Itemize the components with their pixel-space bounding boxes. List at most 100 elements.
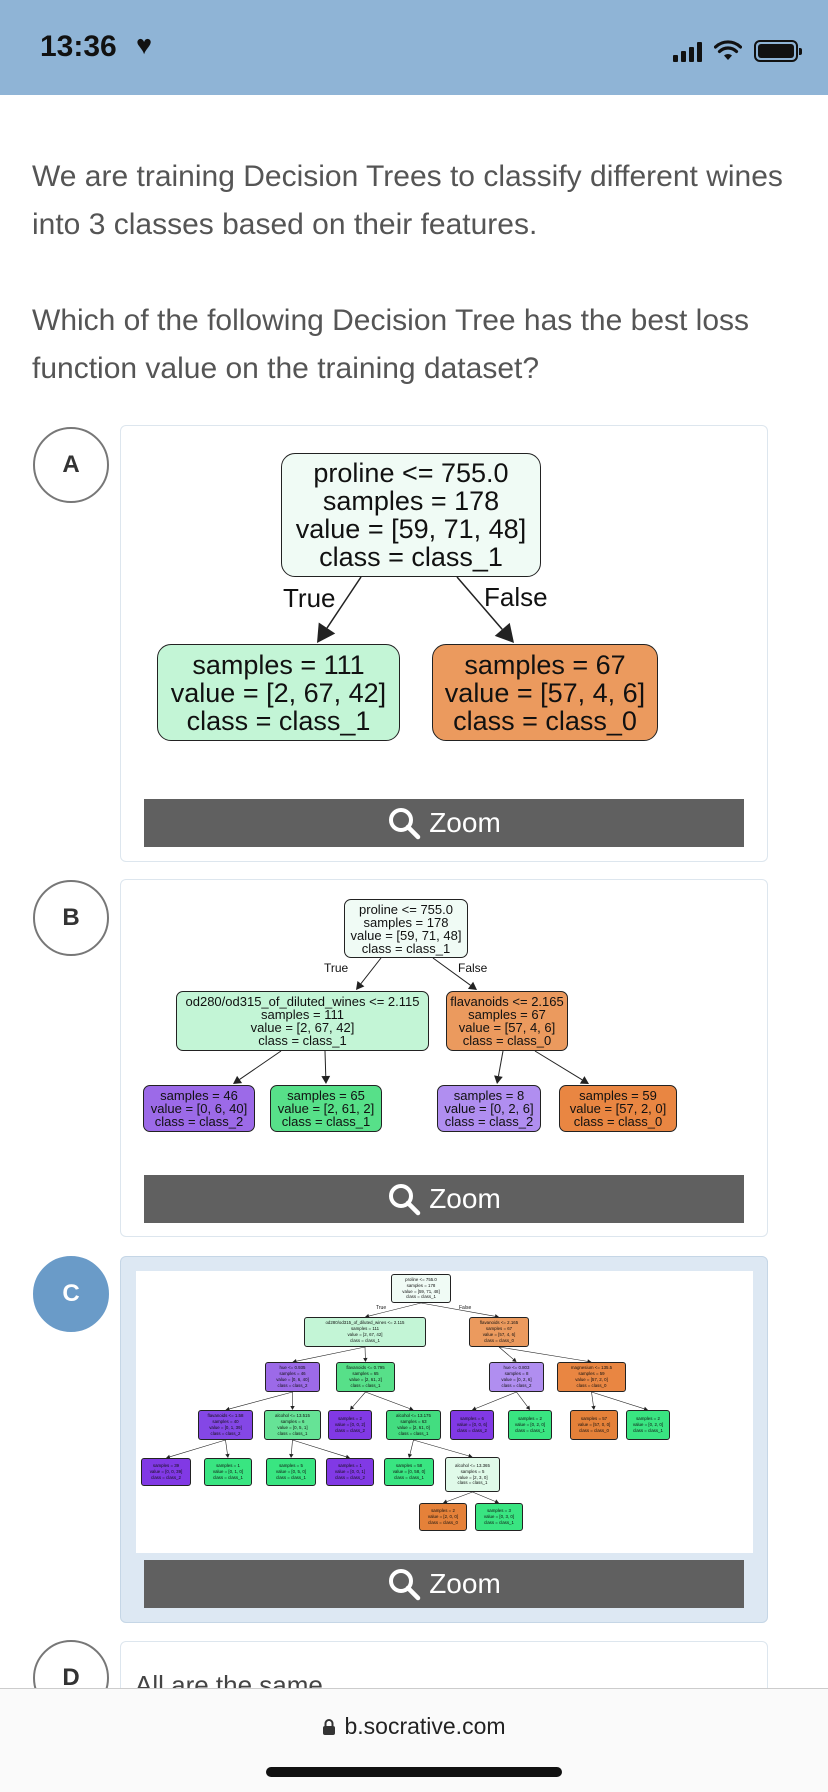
node-line: value = [0, 0, 2] <box>334 1422 366 1428</box>
node-line: value = [0, 6, 40] <box>276 1377 309 1382</box>
node-line: class = class_0 <box>576 1382 607 1388</box>
node-line: samples = 63 <box>400 1419 427 1425</box>
tree-edge <box>432 957 471 986</box>
node-line: samples = 40 <box>212 1419 239 1425</box>
tree-arrowhead <box>472 1406 477 1411</box>
node-line: value = [2, 67, 42] <box>250 1020 355 1035</box>
node-line: samples = 57 <box>580 1416 608 1422</box>
node-line: value = [0, 0, 1] <box>334 1469 366 1475</box>
node-line: class = class_1 <box>457 1480 488 1486</box>
node-line: value = [57, 4, 6] <box>458 1020 556 1035</box>
node-line: flavanoids <= 2.165 <box>450 994 564 1009</box>
tree-arrowhead <box>350 1405 355 1410</box>
tree-a-false-label: False <box>484 582 548 612</box>
node-line: class = class_2 <box>457 1427 487 1433</box>
node-line: class = class_1 <box>484 1519 514 1525</box>
tree-arrowhead <box>512 1357 517 1362</box>
tree-c-true-label: True <box>376 1305 387 1311</box>
node-line: samples = 58 <box>395 1463 423 1469</box>
node-line: hue <= 0.803 <box>503 1365 530 1371</box>
zoom-button-c[interactable]: Zoom <box>144 1560 744 1608</box>
tree-edge <box>292 1439 347 1458</box>
node-line: samples = 5 <box>279 1463 303 1469</box>
home-indicator[interactable] <box>266 1767 562 1777</box>
node-line: class = class_0 <box>579 1427 609 1433</box>
tree-arrowhead <box>345 1454 350 1459</box>
tree-edge <box>591 1391 594 1407</box>
node-line: samples = 2 <box>338 1416 362 1422</box>
tree-edge <box>413 1439 469 1457</box>
question-text-1: We are training Decision Trees to classi… <box>32 160 783 241</box>
wifi-icon <box>714 40 742 60</box>
url-display[interactable]: b.socrative.com <box>0 1713 828 1740</box>
tree-edge <box>475 1391 517 1409</box>
node-line: value = [0, 0, 6] <box>456 1422 488 1428</box>
tree-edge <box>472 1491 496 1502</box>
node-line: samples = 59 <box>579 1088 657 1103</box>
node-line: value = [57, 2, 0] <box>575 1377 608 1382</box>
node-line: od280/od315_of_diluted_wines <= 2.115 <box>325 1320 405 1326</box>
tree-arrowhead <box>356 980 365 990</box>
zoom-button-b[interactable]: Zoom <box>144 1175 744 1223</box>
option-c-button[interactable]: C <box>33 1256 109 1332</box>
tree-arrowhead <box>494 622 514 643</box>
node-line: samples = 6 <box>460 1416 484 1422</box>
node-line: value = [2, 61, 2] <box>277 1101 375 1116</box>
node-line: value = [0, 2, 6] <box>501 1377 532 1382</box>
tree-arrowhead <box>494 1499 499 1504</box>
node-line: flavanoids <= 0.795 <box>346 1365 385 1371</box>
node-line: value = [0, 2, 6] <box>444 1101 534 1116</box>
node-line: class = class_2 <box>151 1474 181 1480</box>
zoom-button-a[interactable]: Zoom <box>144 799 744 847</box>
status-time: 13:36 <box>40 30 117 63</box>
node-line: proline <= 755.0 <box>405 1276 437 1282</box>
node-line: value = [57, 4, 6] <box>482 1332 516 1337</box>
tree-arrowhead <box>443 1499 448 1504</box>
node-line: class = class_0 <box>484 1337 514 1343</box>
option-a-button[interactable]: A <box>33 427 109 503</box>
tree-arrowhead <box>643 1406 648 1411</box>
node-line: samples = 65 <box>352 1371 379 1377</box>
node-line: value = [57, 0, 0] <box>577 1422 611 1428</box>
node-line: value = [0, 1, 0] <box>212 1469 244 1475</box>
node-line: class = class_1 <box>398 1430 429 1436</box>
node-line: class = class_1 <box>258 1033 347 1048</box>
tree-arrowhead <box>468 1453 473 1459</box>
node-line: class = class_1 <box>394 1474 424 1480</box>
tree-edge <box>446 1491 473 1502</box>
tree-arrowhead <box>408 1406 414 1411</box>
battery-icon <box>754 40 802 62</box>
tree-arrowhead <box>166 1454 171 1459</box>
tree-edge <box>225 1439 228 1455</box>
node-line: samples = 2 <box>518 1416 542 1422</box>
tree-arrowhead <box>290 1406 295 1410</box>
node-line: samples = 39 <box>152 1463 180 1469</box>
tree-arrowhead <box>233 1075 243 1084</box>
node-line: samples = 5 <box>460 1468 485 1474</box>
tree-edge <box>498 1346 514 1360</box>
tree-edges <box>233 957 589 1084</box>
node-line: samples = 67 <box>468 1007 546 1022</box>
tree-b-false-label: False <box>458 961 488 975</box>
node-line: class = class_0 <box>453 705 637 736</box>
node-line: value = [0, 5, 1] <box>277 1425 308 1430</box>
tree-edge <box>239 1050 282 1080</box>
node-line: class = class_2 <box>277 1382 308 1388</box>
option-b-button[interactable]: B <box>33 880 109 956</box>
